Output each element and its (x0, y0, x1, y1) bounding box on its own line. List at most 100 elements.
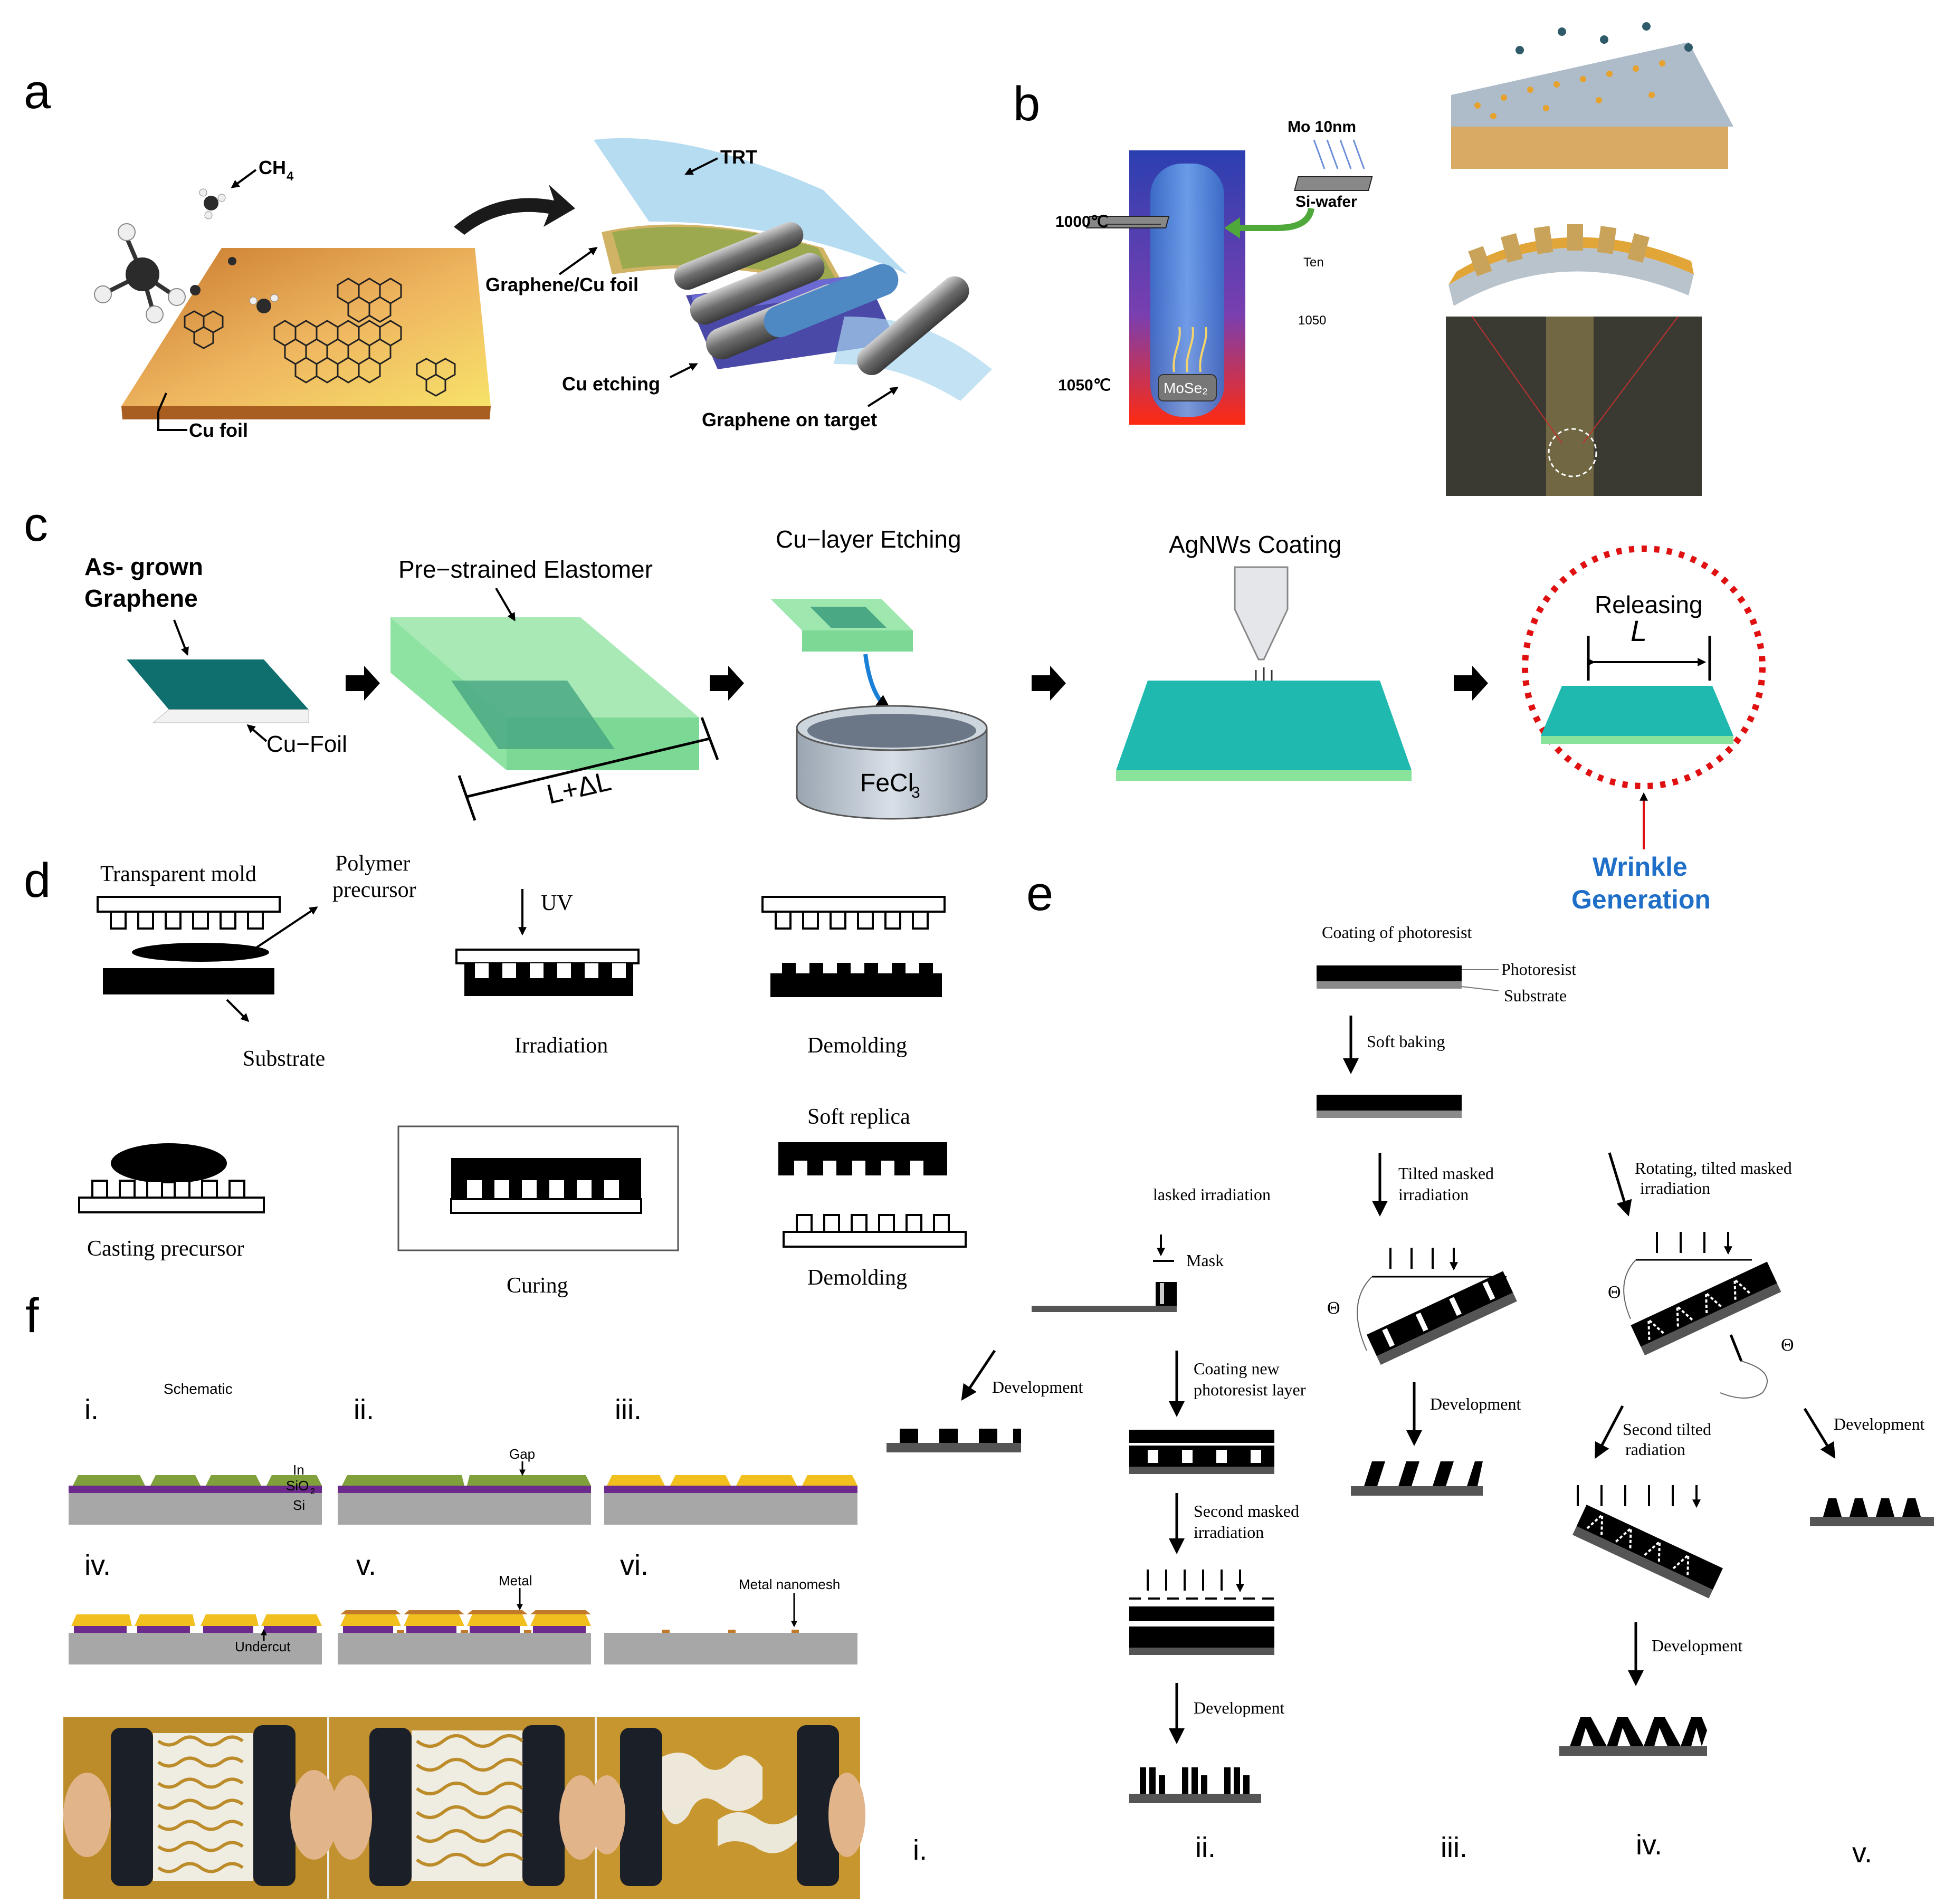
spray-nozzle (1234, 566, 1289, 661)
demolded-replica (770, 963, 942, 997)
roman-e-2: ii. (1195, 1832, 1216, 1863)
process-curved-arrow (454, 185, 575, 235)
baked-resist (1317, 1095, 1462, 1111)
substrate-d-label: Substrate (243, 1047, 325, 1071)
releasing-label: Releasing (1595, 591, 1703, 618)
schematic-step-vi (604, 1630, 857, 1664)
polymer-precursor-drop (132, 943, 269, 962)
rotating-label-2: irradiation (1640, 1179, 1710, 1198)
ten-label: Ten (1303, 255, 1324, 270)
soft-replica-label: Soft replica (807, 1105, 910, 1129)
roman-f-5: v. (356, 1549, 376, 1581)
mo-deposition-arrows (1313, 139, 1365, 169)
panel-letter-b: b (1013, 77, 1040, 131)
mask-substrate (1032, 1306, 1177, 1312)
mose2-source (1158, 374, 1217, 401)
coating-new-label-1: Coating new (1194, 1359, 1280, 1378)
panel-letter-c: c (24, 497, 48, 551)
schematic-step-iii (604, 1475, 857, 1525)
second-tilted-label-1: Second tilted (1623, 1420, 1711, 1439)
cu-etching-label: Cu etching (562, 373, 660, 395)
etching-sample-graphene (810, 607, 887, 628)
elastomer-side (390, 617, 507, 770)
cu-foil-label: Cu foil (189, 419, 248, 441)
photoresist-layer (1317, 965, 1462, 981)
pre-strained-arrow (495, 587, 516, 621)
roll-to-roll-transfer (594, 138, 992, 401)
coated-film (1116, 681, 1412, 770)
development-label-v: Development (1834, 1414, 1925, 1433)
agnws-label: AgNWs Coating (1169, 531, 1341, 558)
undercut-label: Undercut (235, 1639, 291, 1654)
second-tilted-arrow (1595, 1405, 1624, 1459)
development-label-ii: Development (1194, 1698, 1285, 1717)
soft-replica-shape (778, 1142, 947, 1175)
flexible-device-rendering (1448, 224, 1694, 306)
temp-1000-label: 1000℃ (1055, 213, 1108, 231)
graphene-cu-foil-arrow (558, 247, 598, 275)
curing-label: Curing (507, 1274, 568, 1298)
n1050-label: 1050 (1298, 313, 1326, 328)
graphene-cu-foil-label: Graphene/Cu foil (485, 274, 638, 295)
roman-f-6: vi. (620, 1549, 649, 1581)
photoresist-label: Photoresist (1501, 960, 1576, 979)
panel-f: f Schematic i. In SiO 2 Si ii. Gap iii. (25, 1289, 865, 1899)
soft-baking-label: Soft baking (1367, 1032, 1445, 1051)
tilted-label-1: Tilted masked (1398, 1164, 1494, 1183)
etching-sample-front (802, 630, 913, 652)
roman-f-2: ii. (354, 1394, 374, 1425)
sio2-label: SiO (286, 1478, 309, 1494)
cu-layer-etching-label: Cu−layer Etching (776, 525, 961, 553)
gap-label: Gap (509, 1446, 535, 1462)
second-tilted-label-2: radiation (1625, 1440, 1685, 1459)
wrinkle-label-2: Generation (1571, 885, 1711, 914)
theta-iv-2: Θ (1781, 1335, 1794, 1355)
graphene-on-target-arrow (867, 387, 899, 407)
roman-f-1: i. (84, 1394, 99, 1425)
panel-letter-e: e (1026, 867, 1053, 921)
l-label: L (1631, 614, 1647, 647)
schematic-label: Schematic (164, 1381, 233, 1397)
mose2-layer-rendering (1448, 0, 1733, 179)
elastomer-block (390, 617, 699, 717)
as-grown-label-2: Graphene (84, 585, 198, 612)
methane-molecules (94, 188, 279, 323)
demolding-label-1: Demolding (807, 1034, 907, 1058)
uv-label: UV (541, 891, 573, 915)
cu-foil-c-arrow (246, 724, 268, 742)
second-masked-label-2: irradiation (1194, 1523, 1264, 1542)
developed-pattern-iii (1351, 1461, 1483, 1496)
roman-f-3: iii. (615, 1394, 642, 1425)
rotating-exposure-iv (1623, 1232, 1781, 1399)
mask-resist-block (1156, 1282, 1177, 1306)
wafer-in-furnace (1085, 216, 1170, 228)
substrate-step1 (103, 968, 274, 994)
masked-irr-label: lasked irradiation (1153, 1185, 1271, 1204)
fecl3-bath (796, 728, 988, 820)
tilted-exposure-iii (1357, 1248, 1517, 1365)
fecl3-bath-liquid (807, 714, 976, 748)
development-label-iii: Development (1430, 1394, 1521, 1413)
development-arrow-v (1803, 1408, 1836, 1459)
released-film-edge (1541, 736, 1733, 744)
wrinkle-dotted-circle (1522, 546, 1766, 789)
mold-step1 (97, 896, 281, 930)
l-delta-label: L+ΔL (544, 766, 614, 810)
device-zoom-circle (1548, 428, 1597, 477)
graphene-on-cu (127, 659, 309, 710)
second-tilted-exposure-iv (1572, 1485, 1723, 1599)
cu-foil-plate (121, 248, 491, 406)
mask-exposed-gap (1160, 1283, 1164, 1304)
mold-casting (78, 1180, 265, 1213)
step-arrow-3 (1032, 666, 1066, 701)
length-tick-left (457, 775, 476, 821)
mo-label: Mo 10nm (1288, 118, 1356, 136)
released-film (1541, 686, 1733, 736)
roman-e-5: v. (1852, 1837, 1872, 1869)
stretch-photos (63, 1717, 865, 1899)
cu-foil-c-label: Cu−Foil (266, 731, 347, 757)
coated-film-edge (1116, 770, 1412, 781)
casting-drop (111, 1143, 227, 1183)
embedded-graphene (451, 681, 615, 749)
